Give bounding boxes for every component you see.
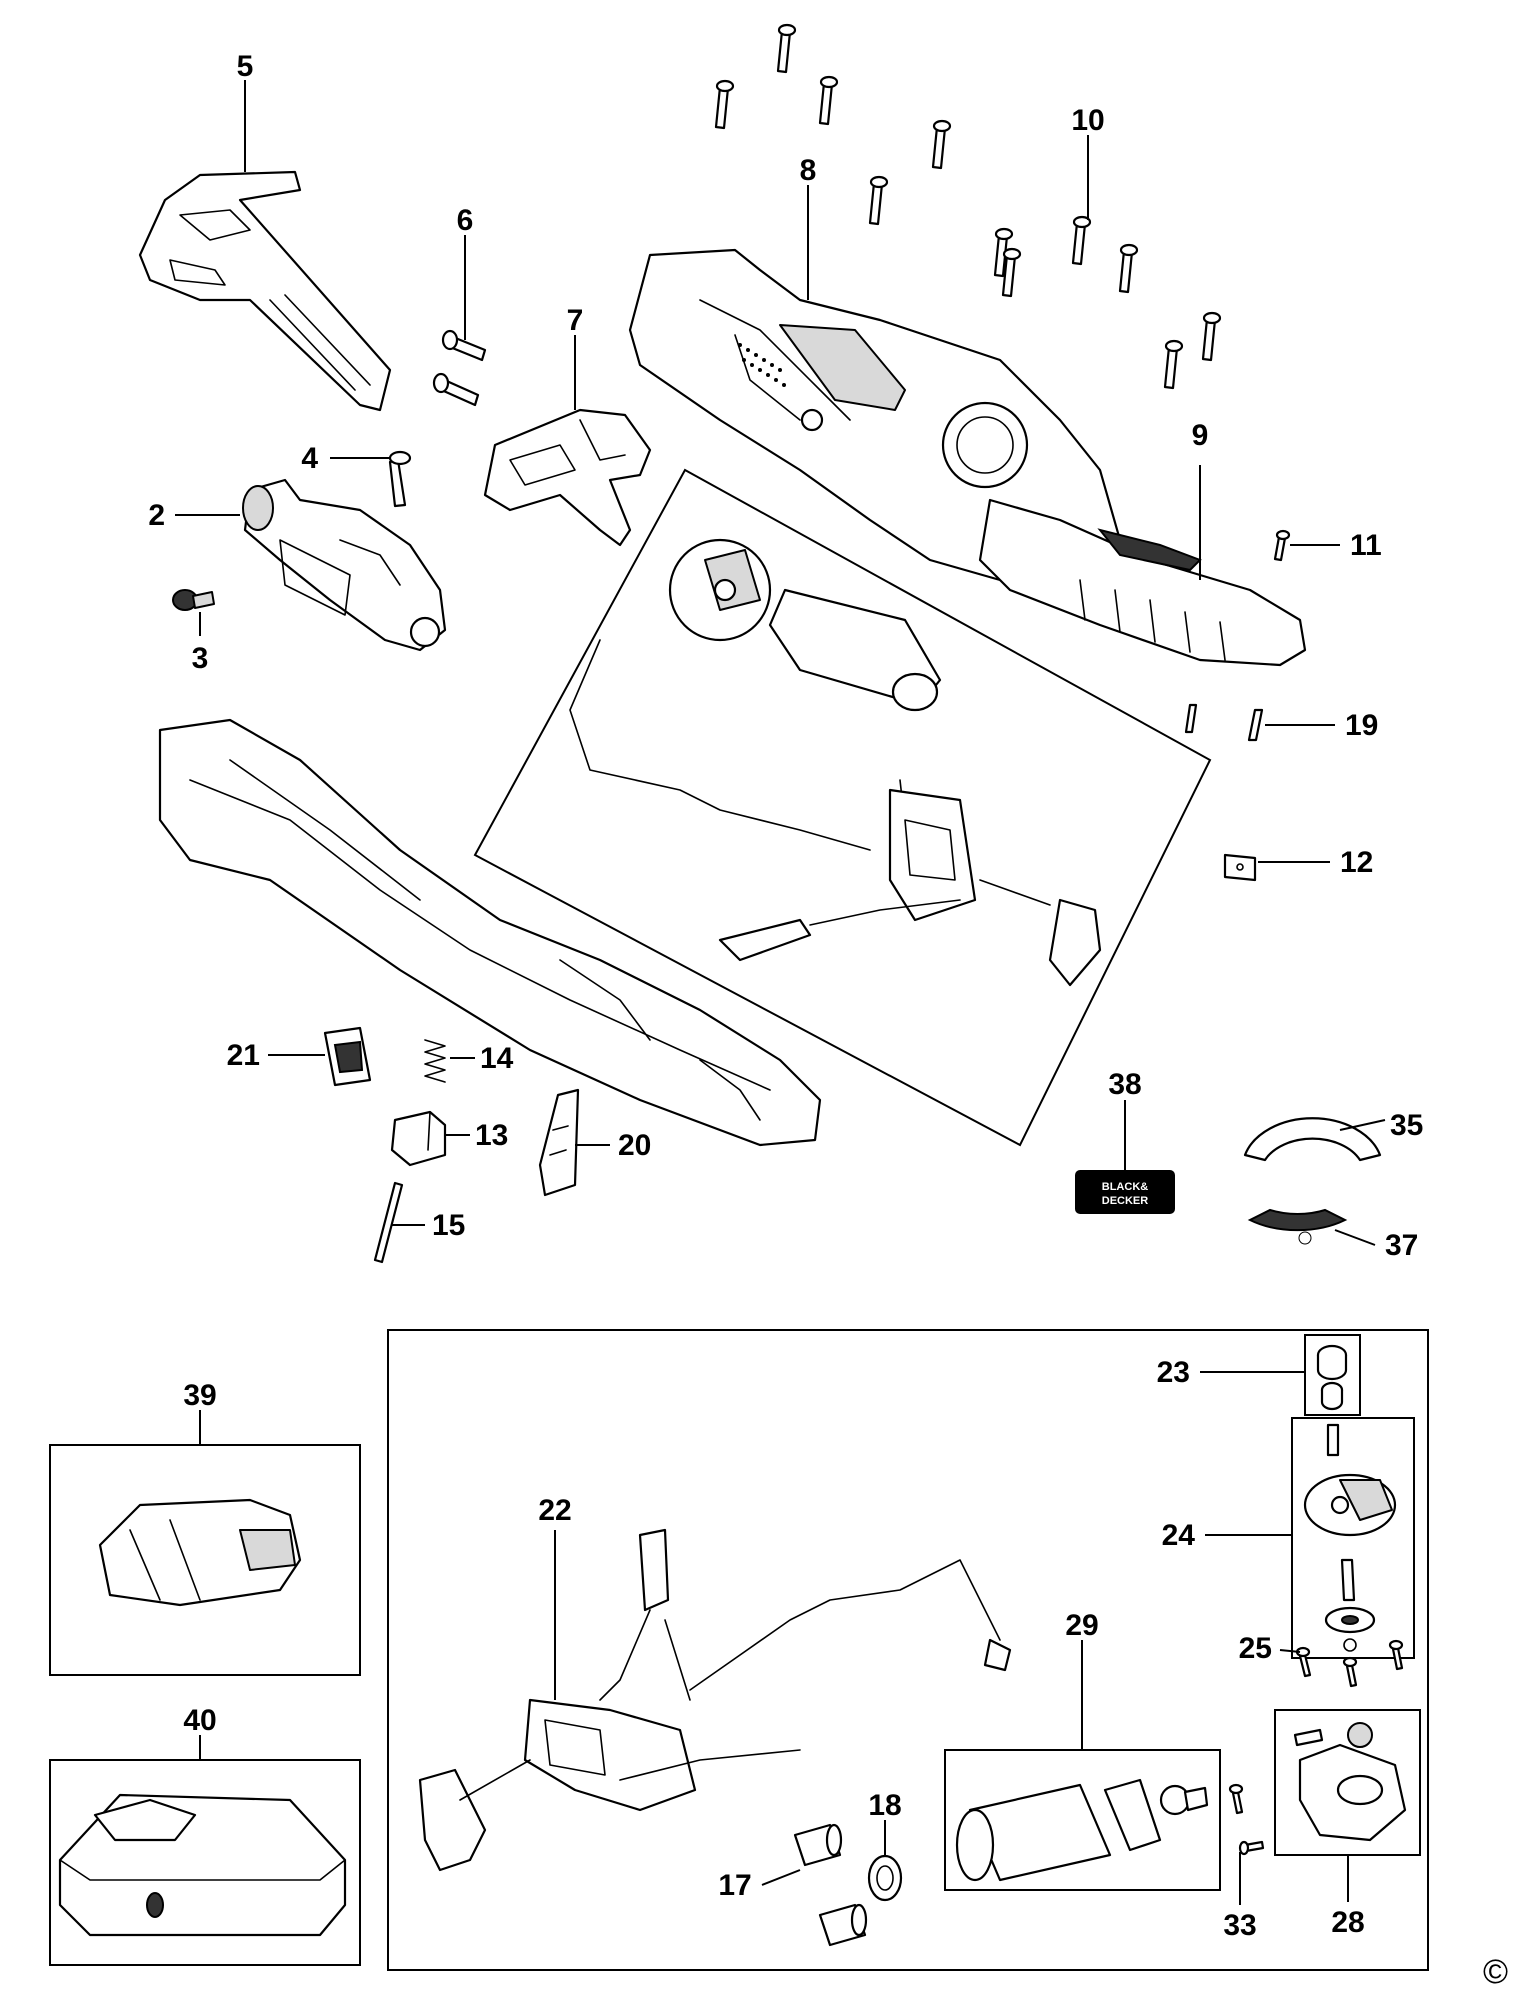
callout-37: 37 [1385,1229,1418,1262]
part-20-trigger [538,1088,610,1197]
callout-28: 28 [1331,1906,1364,1939]
part-40-charger [49,1735,361,1966]
lower-housing [158,718,822,1147]
callout-38: 38 [1108,1068,1141,1101]
callout-19: 19 [1345,709,1378,742]
callout-9: 9 [1192,419,1209,452]
callout-33: 33 [1223,1909,1256,1942]
callout-7: 7 [567,304,584,337]
callout-22: 22 [538,1494,571,1527]
part-23-bushings [1200,1334,1361,1416]
logo-line-2: DECKER [1102,1195,1149,1207]
part-15-pin [373,1181,425,1264]
callout-39: 39 [183,1379,216,1412]
callout-3: 3 [192,642,209,675]
part-14-spring [424,1039,475,1083]
part-21-cap [268,1026,372,1087]
part-25-screws [1279,1639,1404,1688]
part-5-bracket [138,80,392,412]
part-4-screw [330,450,412,508]
callout-21: 21 [227,1039,260,1072]
part-18-washer [867,1820,903,1902]
part-2-chuck-assembly [175,478,447,652]
part-39-battery [49,1410,361,1676]
callout-4: 4 [301,442,318,475]
callout-18: 18 [868,1789,901,1822]
part-38-logo-badge: BLACK& DECKER [1075,1100,1175,1214]
callout-35: 35 [1390,1109,1423,1142]
callout-10: 10 [1071,104,1104,137]
part-19-pins [1184,703,1335,742]
logo-line-1: BLACK& [1102,1181,1148,1193]
part-12-plate [1223,853,1330,882]
part-33-screws [1228,1783,1265,1905]
part-28-gear-housing [1274,1709,1421,1902]
callout-5: 5 [237,50,254,83]
callout-17: 17 [718,1869,751,1902]
callout-23: 23 [1157,1356,1190,1389]
callout-40: 40 [183,1704,216,1737]
callout-12: 12 [1340,846,1373,879]
callout-14: 14 [480,1042,514,1075]
part-22-switch-assembly [418,1528,1012,1872]
callout-24: 24 [1162,1519,1196,1552]
callout-15: 15 [432,1209,465,1242]
motor-switch-assembly [473,468,1212,1147]
lower-assembly-box [387,1329,1429,1971]
part-24-gear-assembly [1205,1417,1415,1659]
part-13-button [390,1110,470,1167]
part-7-housing [483,335,652,547]
part-29-motor [944,1640,1221,1891]
part-3-bolt [172,589,215,636]
callout-25: 25 [1239,1632,1272,1665]
callout-13: 13 [475,1119,508,1152]
callout-20: 20 [618,1129,651,1162]
copyright-mark: © [1483,1953,1508,1991]
part-6-screws [432,235,487,407]
callout-11: 11 [1350,529,1382,562]
callout-8: 8 [800,154,817,187]
part-17-cylinders [761,1823,868,1947]
callout-2: 2 [148,499,165,532]
callout-29: 29 [1065,1609,1098,1642]
part-37-label-arc [1247,1208,1376,1246]
part-10-screws [714,23,1222,390]
part-35-label-arc [1243,1117,1386,1162]
part-9-rear-housing [978,465,1307,667]
callout-6: 6 [457,204,474,237]
part-11-screw [1273,529,1340,562]
